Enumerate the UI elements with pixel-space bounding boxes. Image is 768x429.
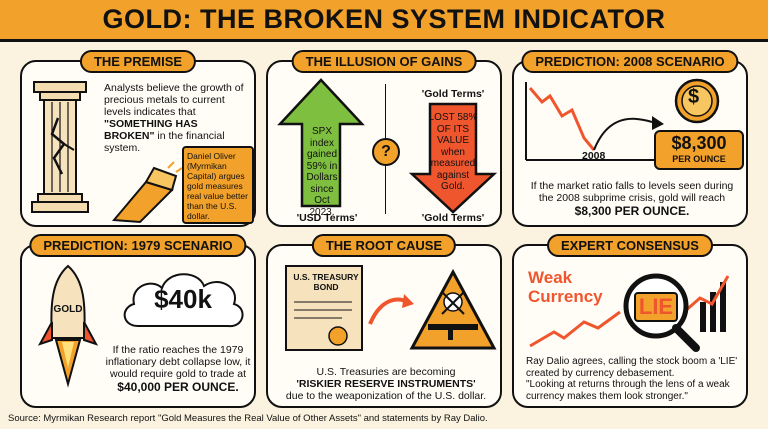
- price-tag: $8,300 PER OUNCE: [654, 130, 744, 170]
- panel-illusion-title: THE ILLUSION OF GAINS: [291, 50, 477, 73]
- weak-currency-label: Weak Currency: [528, 268, 603, 306]
- rocket-label: GOLD: [53, 304, 83, 315]
- question-icon: ?: [381, 143, 391, 160]
- rocket-icon: [37, 264, 99, 388]
- panel-root-cause: THE ROOT CAUSE U.S. TREASURY BOND U.S. T…: [266, 234, 502, 408]
- panel-prediction-1979: PREDICTION: 1979 SCENARIO GOLD $40k If t…: [20, 234, 256, 408]
- premise-text-1: Analysts believe the growth of precious …: [104, 82, 244, 118]
- label-gold-terms-bottom: 'Gold Terms': [421, 212, 485, 224]
- page-title: GOLD: THE BROKEN SYSTEM INDICATOR: [102, 4, 666, 34]
- pred1979-text-2: $40,000 PER OUNCE.: [117, 380, 239, 394]
- expert-text: Ray Dalio agrees, calling the stock boom…: [526, 356, 742, 402]
- lie-stamp: LIE: [634, 292, 678, 322]
- year-label-2008: 2008: [582, 150, 606, 162]
- currency-word: Currency: [528, 287, 603, 306]
- panel-prediction-2008: PREDICTION: 2008 SCENARIO 2008 $ $8,300 …: [512, 50, 748, 227]
- up-arrow-icon: [277, 78, 365, 208]
- price-value: $8,300: [671, 133, 727, 153]
- down-arrow-icon: [408, 102, 498, 214]
- premise-text-3: in the financial system.: [104, 130, 225, 154]
- magnifier-chart-icon: [529, 273, 730, 352]
- weak-word: Weak: [528, 268, 573, 287]
- root-text-2: 'RISKIER RESERVE INSTRUMENTS': [296, 378, 476, 390]
- curved-arrow-icon: [368, 294, 414, 325]
- pred2008-text-2: $8,300 PER OUNCE.: [574, 204, 690, 218]
- label-usd-terms: 'USD Terms': [296, 212, 358, 224]
- panel-illusion: THE ILLUSION OF GAINS SPX index gained 5…: [266, 50, 502, 227]
- root-text-1: U.S. Treasuries are becoming: [316, 366, 456, 378]
- gold-bar-icon: [111, 161, 183, 224]
- broken-pillar-icon: [31, 81, 89, 213]
- pred2008-text-1: If the market ratio falls to levels seen…: [530, 180, 734, 204]
- pred2008-text: If the market ratio falls to levels seen…: [522, 180, 742, 219]
- panel-premise: THE PREMISE Analysts believe the growth …: [20, 50, 256, 227]
- bond-title: U.S. TREASURY BOND: [288, 272, 364, 292]
- down-arrow-text: LOST 58% OF ITS VALUE when measured agai…: [428, 112, 478, 192]
- up-arrow-text: SPX index gained 59% in Dollars since Oc…: [306, 126, 338, 218]
- cloud-value: $40k: [154, 284, 212, 314]
- pred1979-text: If the ratio reaches the 1979 inflationa…: [104, 344, 252, 395]
- expert-text-1: Ray Dalio agrees, calling the stock boom…: [526, 356, 738, 379]
- premise-text: Analysts believe the growth of precious …: [104, 82, 250, 154]
- source-note: Source: Myrmikan Research report "Gold M…: [8, 413, 488, 424]
- bond-line-1: U.S. TREASURY: [293, 272, 359, 282]
- price-unit: PER OUNCE: [672, 154, 726, 164]
- panel-2008-title: PREDICTION: 2008 SCENARIO: [521, 50, 739, 73]
- panel-expert-title: EXPERT CONSENSUS: [547, 234, 713, 257]
- bond-scroll-icon: [285, 265, 363, 351]
- premise-text-emphasis: "SOMETHING HAS BROKEN": [104, 118, 198, 142]
- root-text: U.S. Treasuries are becoming 'RISKIER RE…: [276, 366, 496, 402]
- bond-line-2: BOND: [313, 282, 339, 292]
- panel-root-title: THE ROOT CAUSE: [311, 234, 457, 257]
- root-text-3: due to the weaponization of the U.S. dol…: [285, 390, 487, 402]
- cloud-icon: [123, 273, 244, 328]
- title-banner: GOLD: THE BROKEN SYSTEM INDICATOR: [0, 0, 768, 42]
- crash-chart-icon: [525, 82, 664, 161]
- pred1979-text-1: If the ratio reaches the 1979 inflationa…: [105, 344, 251, 380]
- panel-1979-title: PREDICTION: 1979 SCENARIO: [29, 234, 247, 257]
- premise-note: Daniel Oliver (Myrmikan Capital) argues …: [187, 151, 248, 221]
- coin-symbol: $: [688, 86, 700, 108]
- warning-weapon-icon: [409, 268, 497, 350]
- dollar-coin-icon: [674, 78, 720, 124]
- expert-quote: "Looking at returns through the lens of …: [526, 379, 730, 402]
- premise-note-box: Daniel Oliver (Myrmikan Capital) argues …: [182, 146, 254, 224]
- panel-premise-title: THE PREMISE: [79, 50, 197, 73]
- label-gold-terms-top: 'Gold Terms': [421, 88, 485, 100]
- question-badge: ?: [372, 138, 400, 166]
- panel-expert: EXPERT CONSENSUS Weak Currency LIE Ray D…: [512, 234, 748, 408]
